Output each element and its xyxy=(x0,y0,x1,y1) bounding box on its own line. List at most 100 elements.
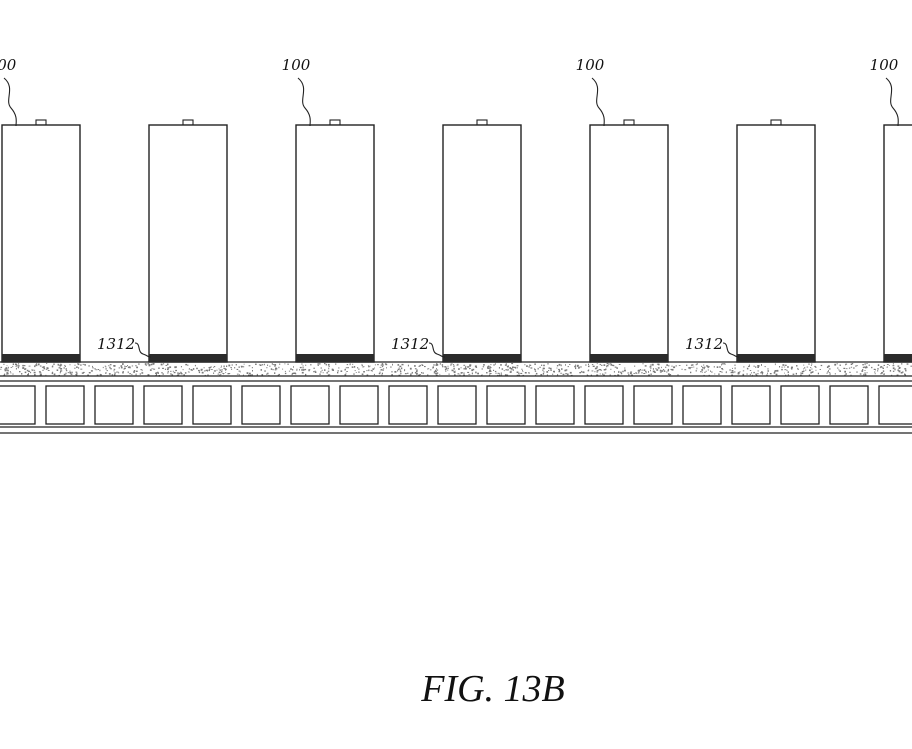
speckle-dot xyxy=(380,369,382,371)
speckle-dot xyxy=(834,373,836,375)
speckle-dot xyxy=(30,371,32,374)
speckle-dot xyxy=(97,369,99,370)
speckle-dot xyxy=(321,369,323,372)
speckle-dot xyxy=(302,365,304,367)
speckle-dot xyxy=(838,369,840,371)
speckle-dot xyxy=(110,368,112,370)
speckle-dot xyxy=(690,371,692,374)
speckle-dot xyxy=(861,370,864,372)
speckle-dot xyxy=(844,374,846,376)
speckle-dot xyxy=(635,372,637,374)
speckle-dot xyxy=(390,366,392,368)
cell-terminal xyxy=(623,119,635,126)
speckle-dot xyxy=(255,363,257,365)
speckle-dot xyxy=(75,371,78,373)
speckle-dot xyxy=(810,367,812,369)
speckle-dot xyxy=(118,372,120,374)
speckle-dot xyxy=(9,371,11,373)
speckle-dot xyxy=(811,363,813,365)
speckle-dot xyxy=(806,366,809,368)
speckle-dot xyxy=(216,369,218,371)
speckle-dot xyxy=(113,368,116,370)
speckle-dot xyxy=(141,370,143,372)
speckle-dot xyxy=(564,369,567,372)
speckle-dot xyxy=(548,370,550,371)
speckle-dot xyxy=(213,366,215,368)
speckle-dot xyxy=(477,372,479,375)
speckle-dot xyxy=(864,372,866,374)
speckle-dot xyxy=(461,372,463,374)
speckle-dot xyxy=(844,370,846,373)
speckle-dot xyxy=(392,363,393,366)
speckle-dot xyxy=(460,367,462,369)
channel-square xyxy=(731,385,771,425)
speckle-dot xyxy=(868,364,870,366)
speckle-dot xyxy=(714,373,716,375)
speckle-dot xyxy=(489,367,491,369)
speckle-dot xyxy=(865,366,868,369)
speckle-dot xyxy=(643,373,646,374)
speckle-dot xyxy=(414,372,417,374)
speckle-dot xyxy=(52,365,54,367)
speckle-dot xyxy=(34,369,36,371)
speckle-dot xyxy=(64,365,66,367)
speckle-dot xyxy=(135,365,137,367)
speckle-dot xyxy=(435,374,438,376)
speckle-dot xyxy=(163,363,165,365)
speckle-dot xyxy=(445,370,447,372)
speckle-dot xyxy=(791,366,793,368)
speckle-dot xyxy=(71,371,73,373)
speckle-dot xyxy=(290,368,292,370)
speckle-dot xyxy=(368,369,370,372)
speckle-dot xyxy=(487,365,490,368)
speckle-dot xyxy=(749,370,752,371)
speckle-dot xyxy=(510,368,513,370)
speckle-dot xyxy=(612,364,614,366)
speckle-dot xyxy=(169,366,172,368)
speckle-dot xyxy=(810,364,812,366)
speckle-dot xyxy=(640,369,642,371)
speckle-dot xyxy=(827,365,830,367)
speckle-dot xyxy=(382,368,385,370)
speckle-dot xyxy=(302,367,304,369)
speckle-dot xyxy=(427,368,430,370)
speckle-dot xyxy=(749,373,751,376)
speckle-dot xyxy=(820,364,823,367)
speckle-dot xyxy=(399,370,402,373)
speckle-dot xyxy=(418,374,420,376)
speckle-dot xyxy=(328,374,331,376)
speckle-dot xyxy=(170,373,172,375)
speckle-dot xyxy=(686,364,688,366)
speckle-dot xyxy=(380,364,382,366)
speckle-dot xyxy=(681,368,683,370)
speckle-dot xyxy=(565,369,568,371)
speckle-dot xyxy=(145,364,147,366)
speckle-dot xyxy=(221,370,223,373)
speckle-dot xyxy=(174,366,177,369)
speckle-dot xyxy=(317,363,319,365)
speckle-dot xyxy=(351,366,354,368)
speckle-dot xyxy=(784,372,785,374)
speckle-dot xyxy=(624,369,626,372)
speckle-dot xyxy=(753,365,755,367)
speckle-dot xyxy=(467,366,469,368)
speckle-dot xyxy=(445,367,448,370)
speckle-dot xyxy=(204,370,206,372)
cell-body xyxy=(148,124,228,363)
speckle-dot xyxy=(707,366,710,368)
speckle-dot xyxy=(703,368,705,370)
speckle-dot xyxy=(210,366,212,368)
speckle-dot xyxy=(748,365,750,367)
speckle-dot xyxy=(691,364,694,366)
speckle-dot xyxy=(588,365,590,368)
adhesive-band xyxy=(590,354,668,362)
speckle-dot xyxy=(580,366,582,368)
speckle-dot xyxy=(65,372,67,375)
speckle-dot xyxy=(275,367,277,370)
speckle-dot xyxy=(414,368,417,370)
speckle-dot xyxy=(650,373,652,375)
speckle-dot xyxy=(543,364,545,367)
speckle-dot xyxy=(111,374,113,376)
speckle-dot xyxy=(96,374,99,376)
speckle-dot xyxy=(773,372,776,374)
